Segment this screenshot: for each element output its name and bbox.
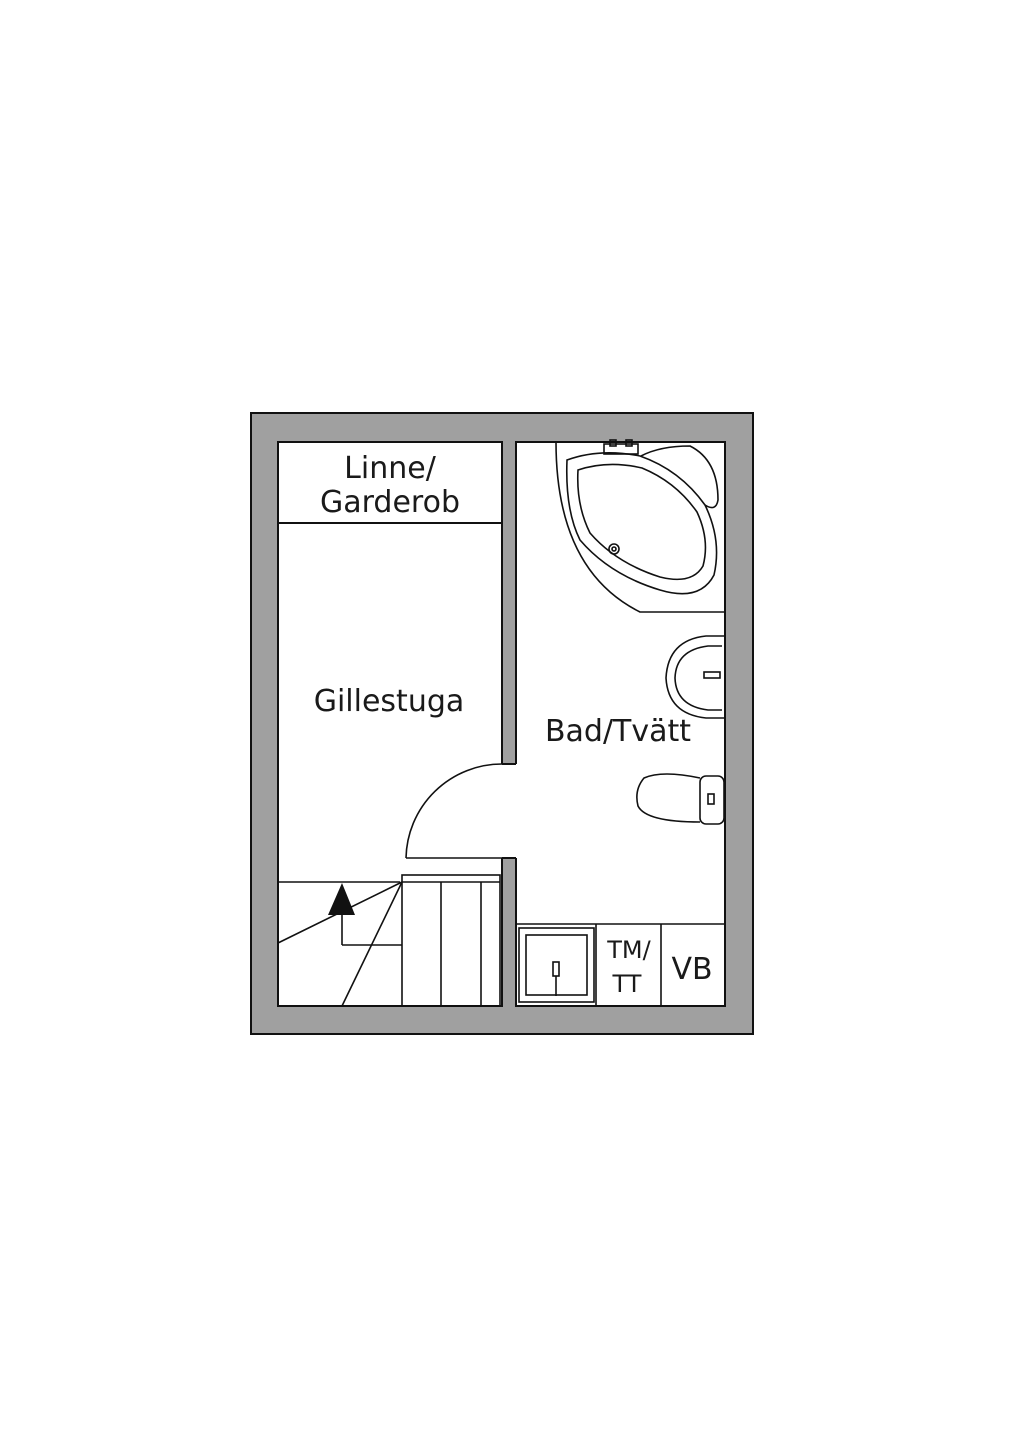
stair-arrow-icon xyxy=(328,883,355,915)
staircase xyxy=(277,874,501,1007)
label-gillestuga: Gillestuga xyxy=(314,684,465,719)
label-bad-tvatt: Bad/Tvätt xyxy=(545,714,691,749)
inner-wall xyxy=(502,442,516,1006)
door-opening xyxy=(500,764,518,858)
door-swing xyxy=(405,763,503,859)
toilet xyxy=(636,773,725,825)
label-vb: VB xyxy=(671,952,712,987)
wash-basin xyxy=(665,635,725,719)
label-garderob: Garderob xyxy=(320,485,460,520)
corner-bathtub xyxy=(555,439,726,613)
label-tm: TM/ xyxy=(606,936,651,964)
utility-row xyxy=(516,923,725,1006)
label-tt: TT xyxy=(612,970,642,998)
label-linne: Linne/ xyxy=(344,451,437,486)
